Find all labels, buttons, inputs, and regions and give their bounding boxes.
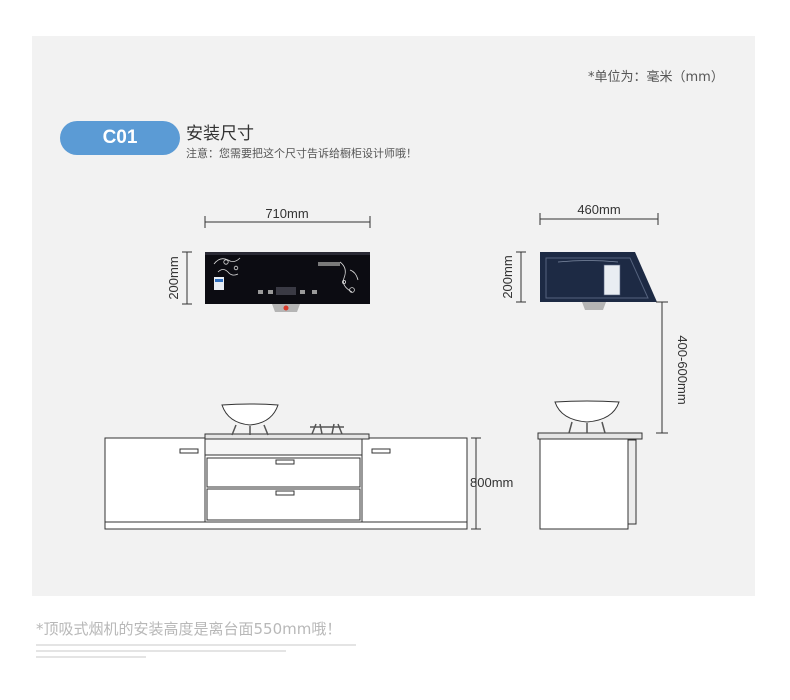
fine-print-line <box>36 650 286 652</box>
cabinet-height-label: 800mm <box>470 475 513 490</box>
side-width-dimension <box>539 213 659 225</box>
mount-height-label: 400-600mm <box>675 335 690 404</box>
front-width-label: 710mm <box>265 206 308 221</box>
fine-print-line <box>36 644 356 646</box>
footer-note: *顶吸式烟机的安装高度是离台面550mm哦！ <box>36 620 342 638</box>
kitchen-cabinet-side <box>537 432 643 530</box>
fine-print-line <box>36 656 146 658</box>
hood-sticker <box>214 277 224 290</box>
front-width-dimension <box>204 216 371 228</box>
side-height-dimension <box>516 251 526 303</box>
range-hood-front <box>205 252 370 312</box>
section-title: 安装尺寸 <box>186 124 254 144</box>
hood-display <box>276 287 296 295</box>
front-height-label: 200mm <box>166 256 181 299</box>
section-badge: C01 <box>60 121 180 155</box>
wok-side <box>554 400 620 434</box>
wok-front <box>221 403 279 436</box>
burner-front <box>310 423 344 435</box>
side-width-label: 460mm <box>577 202 620 217</box>
range-hood-side <box>540 252 657 310</box>
mount-height-dimension <box>656 301 668 434</box>
front-height-dimension <box>182 251 192 305</box>
section-note: 注意：您需要把这个尺寸告诉给橱柜设计师哦！ <box>186 147 417 160</box>
kitchen-cabinet-front <box>104 433 468 530</box>
cabinet-height-dimension <box>471 437 481 530</box>
side-height-label: 200mm <box>500 255 515 298</box>
unit-note: *单位为：毫米（mm） <box>588 70 724 85</box>
hood-logo <box>318 262 340 266</box>
